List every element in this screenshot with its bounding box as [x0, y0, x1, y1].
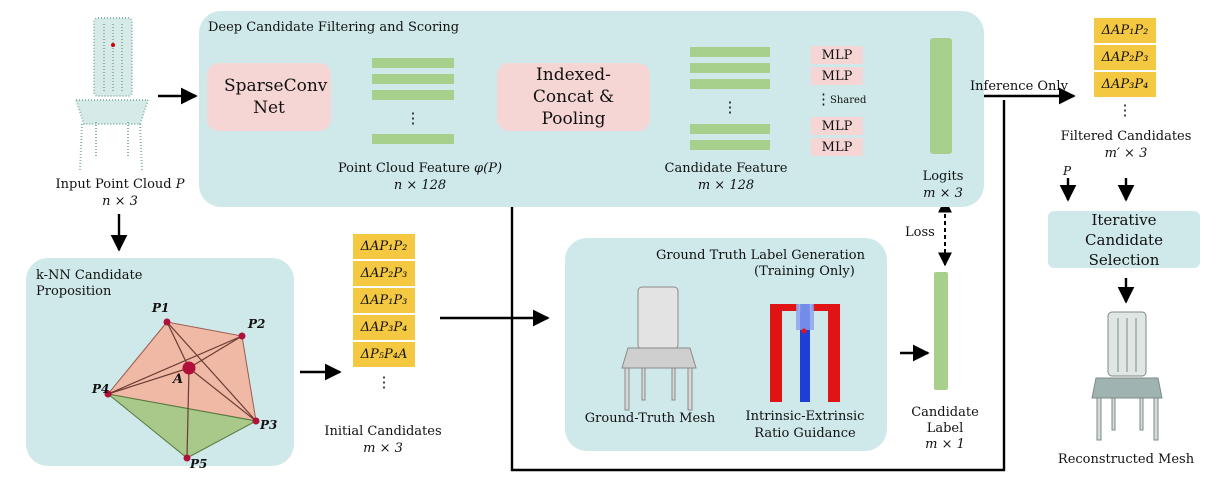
candidate-feature-bar: [690, 124, 770, 134]
point-feature-bar: [372, 58, 454, 68]
initial-candidates-label: Initial Candidates: [324, 424, 442, 439]
vertex-p3-marker: [252, 417, 260, 425]
vertex-a-label: A: [173, 372, 184, 387]
mlp-dots: ⋮: [816, 90, 831, 108]
initial-candidate-5: ΔP₅P₄A: [353, 342, 415, 367]
candidate-feature-bar: [690, 79, 770, 89]
mlp-block: MLP: [811, 46, 863, 64]
pc-feature-text: Point Cloud Feature: [337, 161, 470, 176]
gt-panel-title-line2: (Training Only): [754, 264, 855, 279]
input-dim-label: n × 3: [102, 194, 138, 209]
vertex-p1-marker: [163, 318, 171, 326]
ratio-label-line2: Ratio Guidance: [754, 426, 856, 441]
input-chair-image: [74, 17, 150, 171]
vertex-p5-marker: [183, 454, 191, 462]
ratio-label-line1: Intrinsic-Extrinsic: [745, 409, 865, 424]
indexed-concat-label: Indexed-Concat & Pooling: [532, 65, 615, 129]
p-input-label: P: [1063, 164, 1072, 178]
candidate-label-bar: [934, 272, 948, 390]
mlp-shared-label: Shared: [830, 95, 867, 106]
initial-candidates-dots: ⋮: [376, 373, 392, 391]
initial-candidate-3: ΔAP₁P₃: [353, 288, 415, 313]
input-point-marker: [111, 43, 115, 47]
vertex-p3-label: P3: [260, 418, 278, 432]
tetrahedron: [104, 318, 260, 462]
pc-feature-var: φ(P): [474, 161, 503, 176]
input-cloud-label: Input Point Cloud P: [30, 177, 210, 193]
vertex-p4-label: P4: [92, 382, 110, 396]
feedback-line: [503, 100, 1006, 472]
ratio-visual: [770, 304, 840, 402]
candidate-label-line2: Label: [926, 421, 964, 436]
indexed-concat-block: Indexed-Concat & Pooling: [497, 63, 650, 131]
candidate-feature-bar: [690, 47, 770, 57]
inference-only-label: Inference Only: [970, 79, 1068, 94]
initial-candidate-4: ΔAP₃P₄: [353, 315, 415, 340]
sparseconv-net-label: SparseConv Net: [224, 76, 328, 118]
logits-dim-label: m × 3: [923, 186, 963, 201]
point-feature-dots: ⋮: [405, 109, 421, 127]
iterative-selection-block: Iterative Candidate Selection: [1048, 210, 1200, 269]
input-cloud-text: Input Point Cloud: [55, 177, 172, 192]
filtered-candidate-2: ΔAP₂P₃: [1094, 45, 1156, 70]
candidate-feature-bar: [690, 63, 770, 73]
point-feature-bar: [372, 90, 454, 100]
candidate-feature-bar: [690, 140, 770, 150]
vertex-p1-label: P1: [152, 301, 170, 315]
filtering-panel-title: Deep Candidate Filtering and Scoring: [208, 20, 460, 35]
pc-dim-label: n × 128: [393, 178, 447, 193]
gt-mesh-chair-image: [621, 286, 697, 411]
reconstructed-chair-image: [1091, 311, 1163, 441]
candidate-label-line1: Candidate: [911, 405, 979, 420]
vertex-p2-marker: [238, 332, 246, 340]
pc-feature-label: Point Cloud Feature φ(P): [320, 161, 520, 177]
vertex-p5-label: P5: [190, 457, 208, 471]
vertex-p2-label: P2: [248, 317, 266, 331]
logits-label: Logits: [922, 169, 964, 184]
filtered-candidate-3: ΔAP₃P₄: [1094, 72, 1156, 97]
point-feature-bar: [372, 74, 454, 84]
loss-label: Loss: [905, 225, 935, 240]
initial-candidate-2: ΔAP₂P₃: [353, 261, 415, 286]
iterative-selection-label: Iterative Candidate Selection: [1085, 210, 1163, 269]
initial-candidate-1: ΔAP₁P₂: [353, 234, 415, 259]
filtered-candidates-label: Filtered Candidates: [1060, 129, 1192, 144]
candidate-feature-dots: ⋮: [722, 98, 738, 116]
vertex-p4-marker: [104, 390, 112, 398]
filtered-candidates-dots: ⋮: [1117, 101, 1133, 119]
initial-dim-label: m × 3: [363, 441, 403, 456]
reconstructed-mesh-label: Reconstructed Mesh: [1057, 452, 1195, 467]
cand-dim-label: m × 128: [697, 178, 755, 193]
filtered-candidate-1: ΔAP₁P₂: [1094, 18, 1156, 43]
mlp-block: MLP: [811, 138, 863, 156]
gt-panel-title-line1: Ground Truth Label Generation: [656, 248, 865, 263]
sparseconv-net-block: SparseConv Net: [207, 63, 331, 131]
logits-bar: [930, 38, 952, 154]
filtered-dim-label: m′ × 3: [1104, 146, 1148, 161]
cand-feature-label: Candidate Feature: [664, 161, 788, 176]
candidate-label-dim: m × 1: [925, 437, 965, 452]
mlp-block: MLP: [811, 117, 863, 135]
input-cloud-var: P: [175, 177, 185, 192]
vertex-a-marker: [182, 361, 196, 375]
knn-panel-title: k-NN Candidate Proposition: [36, 268, 143, 299]
point-feature-bar: [372, 134, 454, 144]
gt-mesh-label: Ground-Truth Mesh: [584, 411, 716, 426]
mlp-block: MLP: [811, 67, 863, 85]
